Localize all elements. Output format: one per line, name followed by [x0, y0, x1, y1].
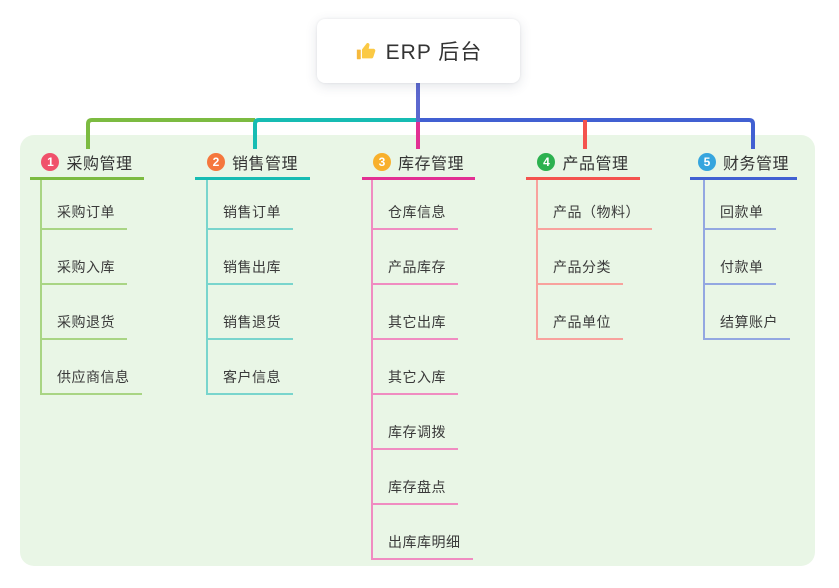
branch-label: 产品管理 — [562, 155, 629, 173]
child-node[interactable]: 仓库信息 — [371, 196, 458, 230]
child-node[interactable]: 库存盘点 — [371, 471, 458, 505]
child-node[interactable]: 供应商信息 — [40, 361, 142, 395]
child-node[interactable]: 出库库明细 — [371, 526, 473, 560]
thumbs-up-icon — [355, 40, 377, 62]
child-label: 其它出库 — [388, 314, 446, 330]
branch-label: 采购管理 — [66, 155, 133, 173]
child-node[interactable]: 结算账户 — [703, 306, 790, 340]
branch-node-3[interactable]: 3 库存管理 — [362, 146, 475, 180]
child-node[interactable]: 产品单位 — [536, 306, 623, 340]
branch-number-badge: 3 — [372, 152, 391, 171]
branch-node-5[interactable]: 5 财务管理 — [690, 146, 797, 180]
child-label: 产品单位 — [553, 314, 611, 330]
child-label: 仓库信息 — [388, 204, 446, 220]
child-node[interactable]: 销售出库 — [206, 251, 293, 285]
branch-number-badge: 4 — [537, 152, 556, 171]
child-label: 产品库存 — [388, 259, 446, 275]
child-node[interactable]: 客户信息 — [206, 361, 293, 395]
child-label: 付款单 — [720, 259, 764, 275]
branch-spine-line — [703, 180, 705, 340]
child-node[interactable]: 付款单 — [703, 251, 776, 285]
branch-label: 销售管理 — [231, 155, 298, 173]
child-label: 出库库明细 — [388, 534, 461, 550]
branch-label: 库存管理 — [397, 155, 464, 173]
child-node[interactable]: 回款单 — [703, 196, 776, 230]
child-label: 其它入库 — [388, 369, 446, 385]
child-node[interactable]: 销售退货 — [206, 306, 293, 340]
child-label: 库存盘点 — [388, 479, 446, 495]
branch-number-badge: 5 — [697, 152, 716, 171]
child-label: 结算账户 — [720, 314, 778, 330]
child-node[interactable]: 采购订单 — [40, 196, 127, 230]
child-label: 销售出库 — [223, 259, 281, 275]
branch-spine-line — [371, 180, 373, 560]
branch-node-2[interactable]: 2 销售管理 — [195, 146, 310, 180]
child-node[interactable]: 产品（物料） — [536, 196, 652, 230]
root-title: ERP 后台 — [385, 41, 483, 64]
child-node[interactable]: 产品分类 — [536, 251, 623, 285]
child-node[interactable]: 库存调拨 — [371, 416, 458, 450]
branch-spine-line — [206, 180, 208, 395]
child-label: 产品分类 — [553, 259, 611, 275]
branch-number-badge: 1 — [41, 152, 60, 171]
branch-spine-line — [40, 180, 42, 395]
child-node[interactable]: 采购退货 — [40, 306, 127, 340]
child-node[interactable]: 销售订单 — [206, 196, 293, 230]
root-node[interactable]: ERP 后台 — [317, 19, 520, 83]
child-label: 采购退货 — [57, 314, 115, 330]
child-label: 产品（物料） — [553, 204, 640, 220]
child-label: 采购订单 — [57, 204, 115, 220]
child-label: 采购入库 — [57, 259, 115, 275]
branch-number-badge: 2 — [206, 152, 225, 171]
child-label: 销售退货 — [223, 314, 281, 330]
child-label: 库存调拨 — [388, 424, 446, 440]
child-node[interactable]: 产品库存 — [371, 251, 458, 285]
child-label: 销售订单 — [223, 204, 281, 220]
branch-spine-line — [536, 180, 538, 340]
child-label: 供应商信息 — [57, 369, 130, 385]
branches-panel — [20, 135, 815, 566]
child-label: 回款单 — [720, 204, 764, 220]
child-node[interactable]: 其它出库 — [371, 306, 458, 340]
branch-label: 财务管理 — [722, 155, 789, 173]
child-node[interactable]: 其它入库 — [371, 361, 458, 395]
child-node[interactable]: 采购入库 — [40, 251, 127, 285]
branch-node-1[interactable]: 1 采购管理 — [30, 146, 144, 180]
branch-node-4[interactable]: 4 产品管理 — [526, 146, 640, 180]
child-label: 客户信息 — [223, 369, 281, 385]
